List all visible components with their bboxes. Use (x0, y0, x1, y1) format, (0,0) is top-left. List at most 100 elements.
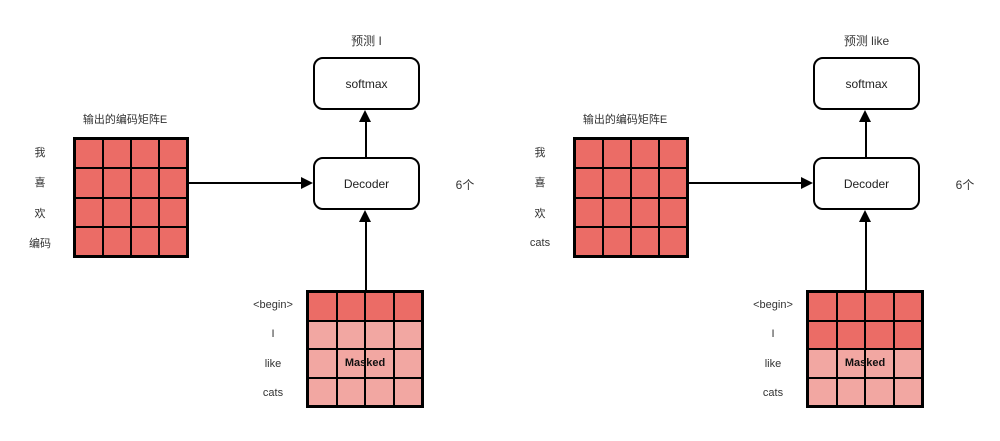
matrix-cell (393, 349, 422, 378)
matrix-cell (159, 226, 187, 256)
decoder-step-1-diagram: 预测 I softmax Decoder 6个 输出的编码矩阵E 我 喜 欢 编… (16, 34, 475, 408)
matrix-row (308, 320, 422, 349)
arrowhead-up-icon (859, 210, 871, 222)
encoder-row-label: cats (529, 236, 551, 249)
matrix-cell (308, 320, 337, 349)
matrix-cell (365, 349, 394, 378)
decoder-box: Decoder (813, 157, 920, 210)
input-to-decoder-connector-line (865, 216, 867, 290)
matrix-cell (893, 292, 922, 321)
matrix-cell (575, 139, 603, 169)
softmax-label: softmax (845, 76, 888, 91)
encoder-output-matrix (573, 137, 689, 258)
encoder-row-labels: 我 喜 欢 编码 (16, 137, 64, 258)
matrix-cell (659, 226, 687, 256)
decoder-to-softmax-connector-line (365, 116, 367, 157)
arrowhead-up-icon (359, 210, 371, 222)
matrix-row (575, 139, 687, 169)
matrix-cell (75, 197, 103, 227)
matrix-cell (659, 197, 687, 227)
matrix-row (575, 226, 687, 256)
softmax-box: softmax (313, 57, 420, 110)
matrix-cell (808, 320, 837, 349)
matrix-row (808, 320, 922, 349)
matrix-cell (603, 168, 631, 198)
encoder-row-label: 欢 (34, 207, 46, 220)
masked-label: Masked (344, 357, 386, 369)
matrix-cell (103, 139, 131, 169)
matrix-cell (393, 292, 422, 321)
matrix-cell (893, 377, 922, 406)
matrix-cell (336, 292, 365, 321)
matrix-cell (336, 377, 365, 406)
matrix-cell (836, 349, 865, 378)
arrowhead-right-icon (801, 177, 813, 189)
decoder-input-row-label: cats (262, 387, 284, 400)
decoder-input-row-label: <begin> (753, 298, 793, 311)
decoder-input-row-label: like (764, 357, 782, 370)
decoder-input-row-label: like (264, 357, 282, 370)
matrix-row (308, 377, 422, 406)
decoder-layer-count: 6个 (455, 178, 475, 192)
encoder-row-label: 喜 (534, 177, 546, 190)
matrix-cell (575, 168, 603, 198)
matrix-cell (75, 168, 103, 198)
matrix-cell (131, 168, 159, 198)
arrowhead-right-icon (301, 177, 313, 189)
matrix-cell (575, 197, 603, 227)
matrix-cell (808, 377, 837, 406)
matrix-cell (893, 320, 922, 349)
encoder-output-matrix (73, 137, 189, 258)
matrix-cell (75, 139, 103, 169)
decoder-input-row-labels: <begin> I like cats (746, 290, 800, 408)
decoder-input-matrix (806, 290, 924, 408)
matrix-cell (893, 349, 922, 378)
matrix-cell (159, 139, 187, 169)
arrowhead-up-icon (359, 110, 371, 122)
encoder-matrix-label: 输出的编码矩阵E (582, 114, 668, 126)
encoder-to-decoder-connector-line (689, 182, 803, 184)
matrix-cell (836, 292, 865, 321)
matrix-cell (308, 377, 337, 406)
matrix-cell (836, 377, 865, 406)
matrix-cell (365, 320, 394, 349)
matrix-cell (603, 226, 631, 256)
decoder-step-2-diagram: 预测 like softmax Decoder 6个 输出的编码矩阵E 我 喜 … (500, 0, 1000, 441)
matrix-row (75, 168, 187, 198)
decoder-label: Decoder (343, 176, 390, 191)
matrix-cell (865, 320, 894, 349)
encoder-row-label: 编码 (29, 237, 51, 250)
decoder-to-softmax-connector-line (865, 116, 867, 157)
encoder-row-label: 欢 (534, 207, 546, 220)
matrix-cell (865, 377, 894, 406)
decoder-box: Decoder (313, 157, 420, 210)
prediction-title: 预测 like (843, 34, 890, 48)
masked-label: Masked (844, 357, 886, 369)
decoder-input-row-label: I (271, 328, 275, 341)
matrix-cell (336, 349, 365, 378)
matrix-cell (336, 320, 365, 349)
matrix-row (308, 349, 422, 378)
matrix-row (808, 292, 922, 321)
encoder-row-labels: 我 喜 欢 cats (516, 137, 564, 258)
matrix-cell (808, 349, 837, 378)
matrix-cell (393, 320, 422, 349)
matrix-cell (865, 349, 894, 378)
matrix-row (308, 292, 422, 321)
matrix-cell (836, 320, 865, 349)
matrix-cell (159, 168, 187, 198)
matrix-cell (865, 292, 894, 321)
matrix-cell (131, 197, 159, 227)
encoder-row-label: 我 (534, 147, 546, 160)
matrix-cell (659, 139, 687, 169)
input-to-decoder-connector-line (365, 216, 367, 290)
matrix-cell (631, 197, 659, 227)
matrix-cell (603, 139, 631, 169)
decoder-input-row-labels: <begin> I like cats (246, 290, 300, 408)
matrix-cell (575, 226, 603, 256)
matrix-row (808, 377, 922, 406)
matrix-cell (365, 292, 394, 321)
encoder-matrix-label: 输出的编码矩阵E (82, 114, 168, 126)
matrix-cell (365, 377, 394, 406)
